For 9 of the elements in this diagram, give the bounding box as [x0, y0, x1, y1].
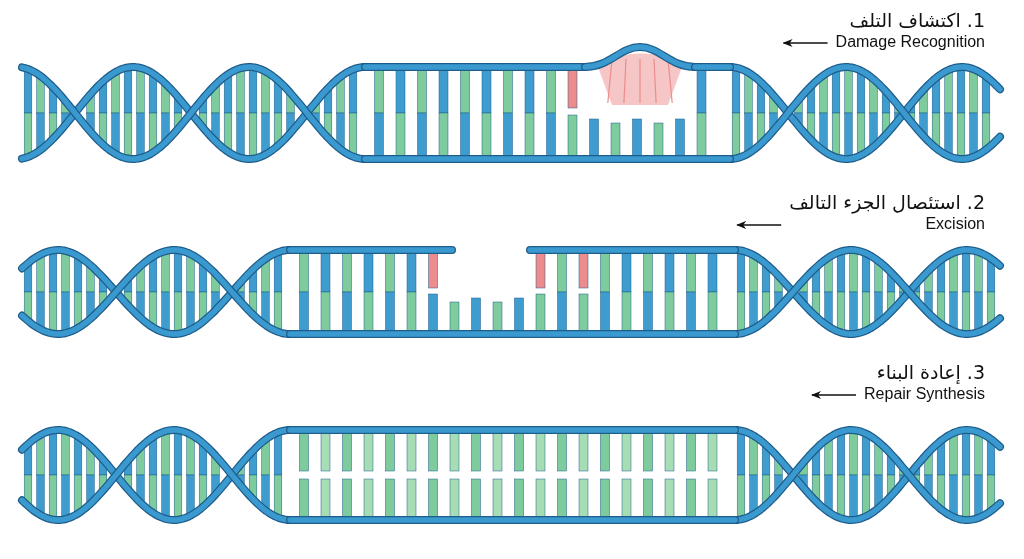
step-subtitle: Excision [924, 214, 985, 234]
arrow [736, 221, 782, 229]
arrow [782, 39, 829, 47]
step-subtitle: Repair Synthesis [864, 384, 985, 404]
step-title: 2. استئصال الجزء التالف [789, 190, 985, 214]
step-title: 1. اكتشاف التلف [848, 8, 985, 32]
step-subtitle: Damage Recognition [835, 32, 985, 52]
arrow [811, 391, 857, 399]
step-title: 3. إعادة البناء [875, 360, 985, 384]
